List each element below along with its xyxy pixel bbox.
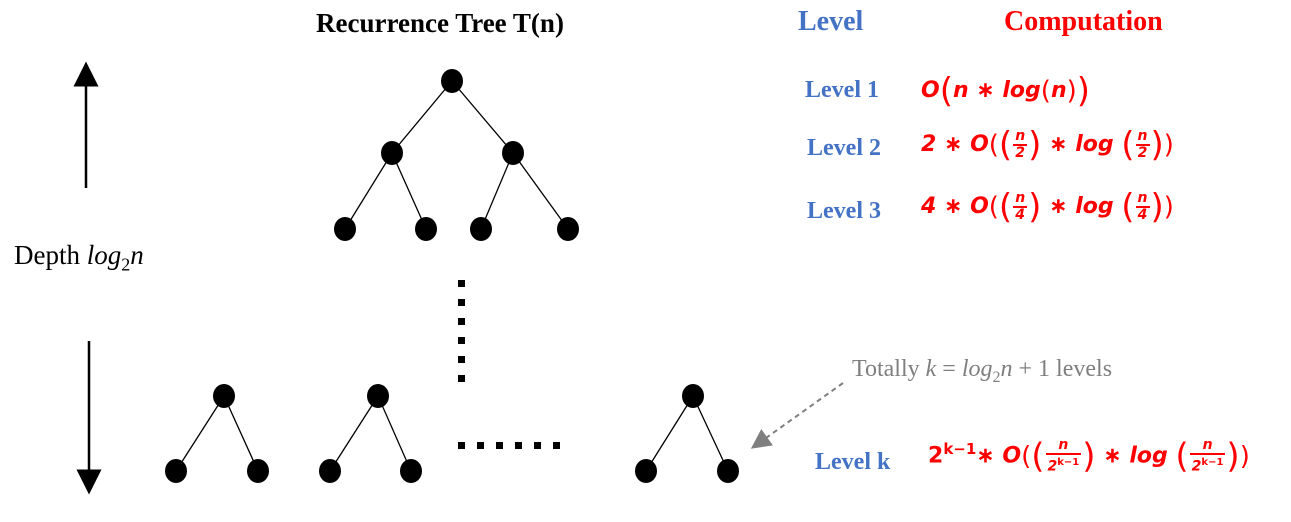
diagram-title: Recurrence Tree T(n)	[316, 8, 564, 38]
tree-edges	[344, 80, 569, 230]
level-k-label: Level k	[815, 449, 891, 475]
levels-note-arrow	[750, 382, 844, 449]
tree-node	[334, 217, 356, 241]
tree-nodes	[334, 69, 579, 241]
levels-total-note: Totally k = log2n + 1 levels	[852, 356, 1113, 386]
bottom-subtree-1	[165, 384, 269, 483]
tree-node	[470, 217, 492, 241]
tree-node	[381, 141, 403, 165]
level-1-computation: O(n ∗ log(n))	[921, 71, 1091, 111]
bottom-subtree-2	[319, 384, 422, 483]
tree-node-root	[441, 69, 463, 93]
bottom-subtree-3	[635, 384, 739, 483]
level-3-label: Level 3	[807, 198, 881, 224]
tree-node	[502, 141, 524, 165]
tree-node	[415, 217, 437, 241]
level-column-header: Level	[798, 6, 864, 37]
tree-node	[557, 217, 579, 241]
computation-column-header: Computation	[1004, 6, 1163, 37]
depth-label: Depth log2n	[14, 240, 144, 275]
level-2-label: Level 2	[807, 135, 881, 161]
vertical-ellipsis	[458, 280, 465, 382]
horizontal-ellipsis	[458, 442, 560, 449]
level-1-label: Level 1	[805, 77, 879, 103]
